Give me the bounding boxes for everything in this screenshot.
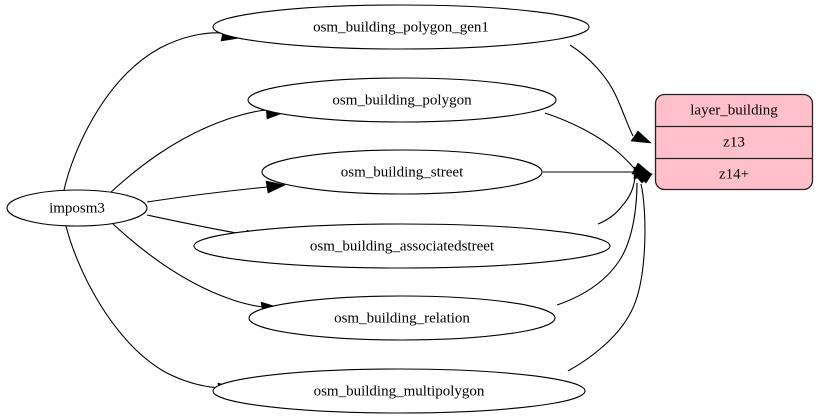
node-osm_building_street-label: osm_building_street — [341, 164, 464, 180]
node-imposm3[interactable]: imposm3 — [6, 189, 148, 227]
node-osm_building_street[interactable]: osm_building_street — [261, 149, 543, 195]
edge-imposm3-to-osm_building_polygon[interactable] — [109, 104, 284, 194]
node-layer_building[interactable]: layer_building z13 z14+ — [654, 93, 814, 191]
edge-imposm3-to-osm_building_street[interactable] — [146, 180, 286, 203]
node-osm_building_relation[interactable]: osm_building_relation — [248, 295, 556, 341]
node-imposm3-label: imposm3 — [49, 200, 105, 216]
node-osm_building_associatedstreet-label: osm_building_associatedstreet — [310, 238, 495, 254]
node-osm_building_relation-label: osm_building_relation — [334, 310, 470, 326]
edge-osm_building_polygon_gen1-to-layer_building-z13[interactable] — [569, 44, 652, 144]
node-osm_building_polygon[interactable]: osm_building_polygon — [247, 77, 557, 123]
node-osm_building_multipolygon-label: osm_building_multipolygon — [314, 383, 485, 399]
edge-group-tables-to-layer — [542, 44, 653, 372]
edge-osm_building_polygon-to-layer_building-z14plus[interactable] — [544, 112, 652, 175]
edge-osm_building_multipolygon-to-layer_building-z14plus[interactable] — [567, 172, 653, 372]
layer-building-z14plus-label: z14+ — [719, 166, 749, 182]
node-osm_building_polygon-label: osm_building_polygon — [332, 92, 472, 108]
node-osm_building_polygon_gen1[interactable]: osm_building_polygon_gen1 — [212, 4, 590, 50]
node-osm_building_associatedstreet[interactable]: osm_building_associatedstreet — [193, 223, 611, 269]
layer-building-z13-label: z13 — [723, 134, 745, 150]
edge-imposm3-to-osm_building_polygon_gen1[interactable] — [63, 27, 241, 191]
node-osm_building_polygon_gen1-label: osm_building_polygon_gen1 — [313, 19, 489, 35]
layer-building-name-label: layer_building — [690, 102, 778, 118]
node-osm_building_multipolygon[interactable]: osm_building_multipolygon — [212, 368, 586, 414]
